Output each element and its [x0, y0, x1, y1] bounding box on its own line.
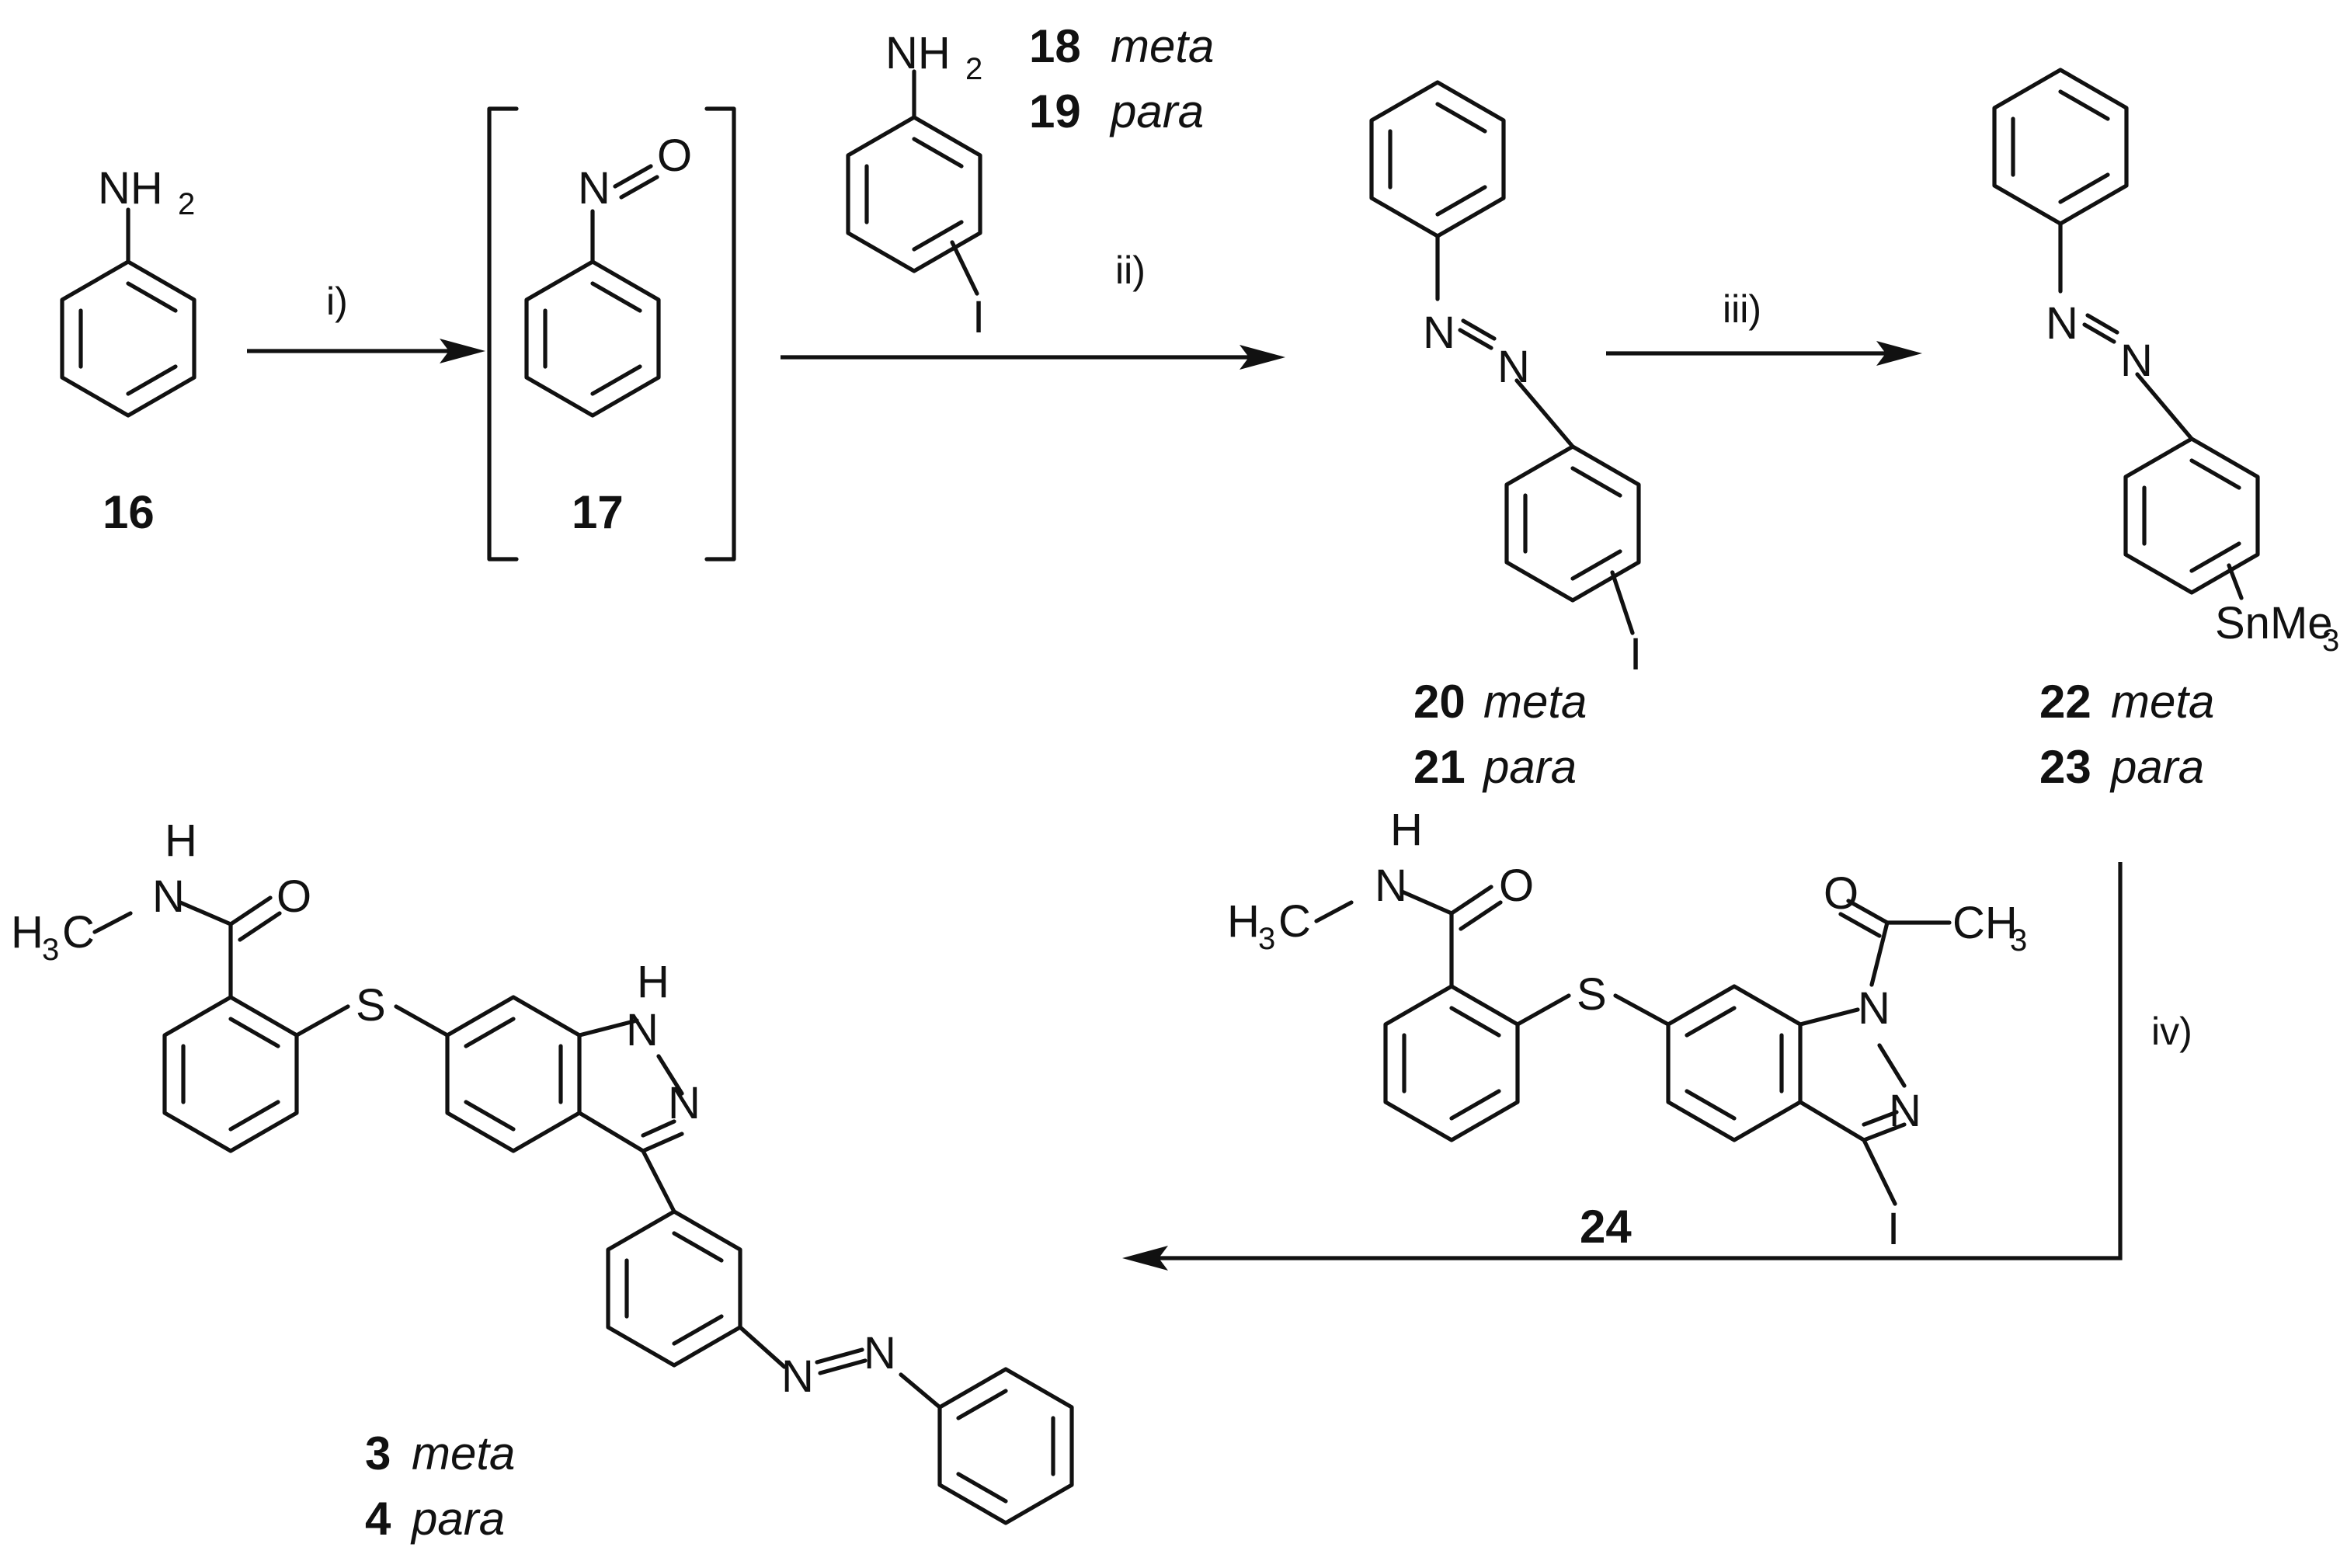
iodo-label: I	[972, 292, 985, 342]
methyl-subscript: 3	[1258, 922, 1275, 956]
iodophenyl-ring	[1504, 444, 1641, 635]
amide-h-label: H	[1390, 805, 1423, 855]
isomer-label-para: para	[2109, 741, 2204, 793]
bonds	[1314, 885, 1952, 1206]
compound-3-4-product: H N O H 3 C S H N N N N 3 meta 4 para	[11, 815, 1074, 1545]
benzene-ring	[60, 207, 196, 418]
methyl-h-label: H	[11, 907, 43, 958]
condition-step-3: iii)	[1723, 287, 1761, 331]
compound-number-21: 21	[1413, 741, 1466, 793]
azo-n1-label: N	[1423, 308, 1455, 358]
compound-24-iodoindazole: H N O H 3 C S N N I O CH 3 24	[1227, 805, 2027, 1254]
compound-number-17: 17	[572, 486, 624, 538]
condition-step-2: ii)	[1115, 249, 1146, 292]
compound-number-4: 4	[365, 1493, 391, 1545]
nitroso-n-label: N	[578, 163, 610, 214]
amide-n-label: N	[1375, 860, 1407, 911]
acetyl-o-label: O	[1824, 868, 1858, 919]
arrow-step-1	[247, 339, 485, 363]
isomer-label-para: para	[1482, 741, 1577, 793]
arrow-step-4	[1122, 862, 2123, 1271]
methyl-h-label: H	[1227, 896, 1260, 947]
indazole-n2-label: N	[668, 1078, 701, 1128]
compound-number-23: 23	[2039, 741, 2091, 793]
indazole-nh-h-label: H	[637, 957, 669, 1007]
compound-number-19: 19	[1029, 85, 1081, 137]
amine-label: NH	[885, 28, 951, 78]
compound-22-23-stannylazobenzene: N N SnMe 3 22 meta 23 para	[1992, 68, 2339, 793]
compound-20-21-iodoazobenzene: N N I 20 meta 21 para	[1369, 80, 1642, 793]
nitroso-o-label: O	[657, 130, 692, 181]
bracket-right	[704, 106, 736, 561]
isomer-label-meta: meta	[1483, 676, 1587, 728]
iodo-label: I	[1887, 1204, 1900, 1254]
condition-step-1: i)	[326, 280, 348, 323]
stannylphenyl-ring	[2123, 436, 2260, 600]
indazole-n1-label: N	[626, 1005, 659, 1055]
amide-n-label: N	[152, 871, 185, 922]
arrow-step-2	[781, 345, 1285, 370]
compound-number-22: 22	[2039, 676, 2091, 728]
amide-o-label: O	[1499, 860, 1534, 911]
condition-step-4: iv)	[2151, 1010, 2192, 1053]
isomer-label-para: para	[1109, 85, 1204, 137]
amine-subscript: 2	[965, 52, 982, 86]
benzene-ring	[846, 69, 982, 296]
compound-17-nitrosobenzene: N O 17	[487, 106, 736, 561]
bonds	[92, 895, 1074, 1525]
azo-n1-label: N	[2046, 298, 2078, 349]
compound-18-19-iodoaniline: NH 2 I 18 meta 19 para	[846, 20, 1214, 342]
azo-n1-label: N	[781, 1351, 814, 1402]
compound-16-aniline: NH 2 16	[60, 163, 196, 538]
methyl-c-label: C	[1278, 896, 1311, 947]
arrow-step-3	[1606, 341, 1922, 366]
bracket-left	[487, 106, 519, 561]
isomer-label-meta: meta	[412, 1427, 515, 1479]
azo-n2-label: N	[2120, 336, 2153, 386]
amine-label: NH	[98, 163, 163, 214]
azo-n2-label: N	[864, 1328, 896, 1379]
phenyl-ring-top	[1992, 68, 2194, 441]
acetyl-methyl-label: CH	[1952, 898, 2018, 948]
thioether-s-label: S	[1577, 969, 1607, 1020]
trimethylstannyl-label: SnMe	[2215, 598, 2333, 648]
phenyl-ring-top	[1369, 80, 1575, 449]
benzene-ring	[524, 164, 661, 418]
methyl-subscript: 3	[42, 933, 59, 967]
trimethylstannyl-subscript: 3	[2322, 624, 2339, 658]
indazole-n2-label: N	[1889, 1086, 1921, 1136]
isomer-label-meta: meta	[1111, 20, 1214, 72]
amide-o-label: O	[276, 871, 311, 922]
thioether-s-label: S	[356, 980, 386, 1031]
amide-h-label: H	[165, 815, 197, 866]
compound-number-24: 24	[1580, 1201, 1632, 1253]
isomer-label-meta: meta	[2111, 676, 2214, 728]
methyl-c-label: C	[62, 907, 95, 958]
compound-number-20: 20	[1413, 676, 1466, 728]
iodo-label: I	[1629, 629, 1642, 680]
amine-subscript: 2	[178, 187, 195, 221]
isomer-label-para: para	[410, 1493, 505, 1545]
compound-number-18: 18	[1029, 20, 1081, 72]
azo-n2-label: N	[1497, 342, 1530, 392]
indazole-n1-label: N	[1858, 983, 1890, 1034]
acetyl-methyl-subscript: 3	[2010, 923, 2027, 958]
compound-number-3: 3	[365, 1427, 391, 1479]
compound-number-16: 16	[103, 486, 155, 538]
